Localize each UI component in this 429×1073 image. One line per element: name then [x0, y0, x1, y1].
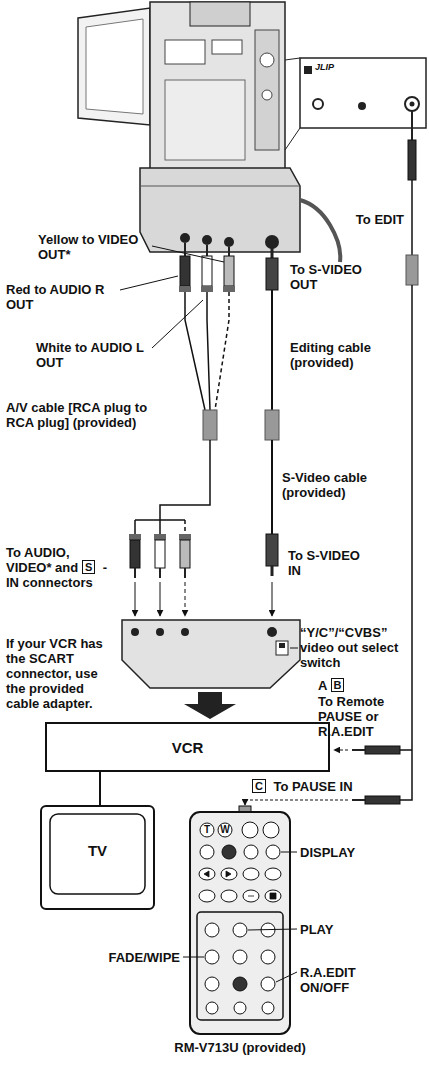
callout-label: Red to AUDIO R OUT: [6, 282, 104, 312]
label-block: Editing cable (provided): [290, 340, 404, 370]
label-block: A B: [318, 678, 378, 693]
callout-label: Yellow to VIDEO OUT*: [38, 232, 138, 262]
callout-label: W: [220, 824, 229, 835]
callout-label: To AUDIO, VIDEO* and: [6, 545, 78, 575]
callout-label: A/V cable [RCA plug to RCA plug] (provid…: [6, 400, 147, 430]
cable-connector: [99, 772, 101, 805]
callout-label: To PAUSE IN: [274, 779, 353, 794]
callout-label: To S-VIDEO IN: [288, 548, 360, 578]
label-block: R.A.EDIT ON/OFF: [300, 965, 400, 995]
callout-label: DISPLAY: [300, 845, 355, 860]
label-block: JLIP: [315, 62, 355, 73]
callout-label: Editing cable (provided): [290, 340, 371, 370]
remote-control-outline: [165, 812, 315, 1034]
callout-label: If your VCR has the SCART connector, use…: [6, 636, 103, 711]
callout-label: To Remote PAUSE or R.A.EDIT: [318, 694, 384, 739]
tv-set: TV: [40, 805, 155, 910]
callout-letter: B: [331, 678, 345, 692]
label-block: T: [200, 823, 214, 837]
label-block: To Remote PAUSE or R.A.EDIT: [318, 694, 406, 739]
label-block: To S-VIDEO IN: [288, 548, 372, 578]
label-block: Yellow to VIDEO OUT*: [38, 232, 150, 262]
callout-label: PLAY: [300, 922, 333, 937]
label-block: DISPLAY: [300, 845, 390, 860]
callout-label: FADE/WIPE: [108, 950, 180, 965]
callout-label: R.A.EDIT ON/OFF: [300, 965, 356, 995]
callout-label: S-Video cable (provided): [282, 470, 367, 500]
device-name: TV: [88, 843, 107, 858]
label-block: W: [218, 823, 232, 837]
label-block: White to AUDIO L OUT: [36, 340, 150, 370]
label-block: PLAY: [300, 922, 390, 937]
label-block: FADE/WIPE: [40, 950, 180, 965]
label-block: To AUDIO, VIDEO* and S -IN connectors: [6, 545, 114, 590]
callout-label: “Y/C”/“CVBS” video out select switch: [300, 625, 398, 670]
label-block: If your VCR has the SCART connector, use…: [6, 636, 116, 711]
callout-label: To EDIT: [356, 212, 404, 227]
label-block: A/V cable [RCA plug to RCA plug] (provid…: [6, 400, 158, 430]
callout-letter: C: [252, 779, 266, 793]
remote-control: RM-V713U (provided): [165, 812, 315, 1057]
callout-letter: S: [82, 560, 95, 574]
label-block: “Y/C”/“CVBS” video out select switch: [300, 625, 406, 670]
vcr-box: VCR: [45, 722, 330, 772]
callout-label: JLIP: [315, 62, 334, 72]
label-block: Red to AUDIO R OUT: [6, 282, 118, 312]
callout-label: T: [204, 824, 210, 835]
callout-label: White to AUDIO L OUT: [36, 340, 144, 370]
model-caption: RM-V713U (provided): [165, 1040, 315, 1055]
callout-label: To S-VIDEO OUT: [290, 262, 362, 292]
label-block: S-Video cable (provided): [282, 470, 392, 500]
callout-label: A: [318, 678, 327, 693]
label-block: To S-VIDEO OUT: [290, 262, 374, 292]
label-block: To EDIT: [350, 212, 404, 227]
device-name: VCR: [172, 740, 204, 755]
label-block: C To PAUSE IN: [252, 779, 402, 794]
